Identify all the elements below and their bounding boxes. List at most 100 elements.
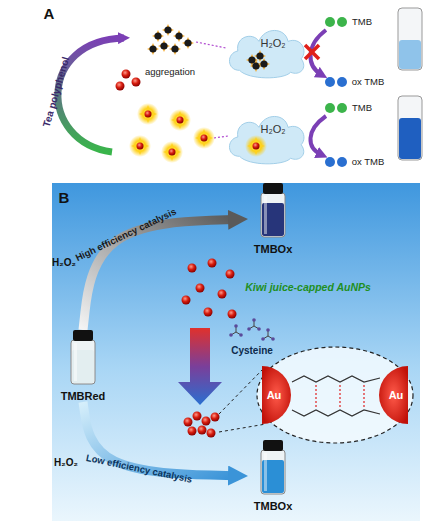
dispersed-particle: [245, 135, 267, 157]
aggregated-nanoparticle: [188, 427, 197, 436]
tmb-molecule: [337, 17, 347, 27]
vial-shape: [248, 183, 298, 238]
cysteine-molecule: [229, 324, 243, 337]
aggregated-particle: [158, 40, 170, 52]
cysteine-molecule: [247, 318, 261, 331]
oxtmb-molecule: [337, 157, 347, 167]
figure-label: B: [59, 190, 70, 207]
blocked-mark: [305, 45, 319, 59]
vial-cap: [73, 330, 93, 341]
dispersed-particle: [193, 127, 215, 149]
gold-nanoparticle: [116, 82, 125, 91]
cloud-node: H₂O₂: [222, 108, 310, 166]
figure-label: TMB: [352, 17, 372, 27]
vial-node: TMBRed: [58, 330, 108, 402]
node-text: TMBOx: [254, 243, 293, 255]
curved-arrow: [58, 38, 124, 152]
tmb-molecule: [325, 103, 335, 113]
aggregated-particle: [250, 60, 262, 72]
figure-label: ox TMB: [352, 77, 385, 87]
cloud-node: H₂O₂: [222, 22, 310, 80]
node-text: Au: [389, 389, 404, 401]
oxtmb-molecule: [325, 157, 335, 167]
aggregated-particle: [169, 43, 181, 55]
tmb-molecule: [337, 103, 347, 113]
gold-nanoparticle: [204, 308, 213, 317]
dotted-leader: [196, 42, 226, 48]
node-text: H₂O₂: [260, 123, 285, 135]
dispersed-particle: [137, 103, 159, 125]
figure-label: A: [44, 6, 55, 23]
figure-label: H₂O₂: [54, 457, 78, 468]
reaction-arrow: [310, 116, 326, 155]
vial-shape: [248, 440, 298, 495]
blocked-mark: [305, 45, 319, 59]
figure-label: Tea polyphenol: [41, 56, 72, 129]
vial-glass: [261, 450, 285, 494]
aggregated-nanoparticle: [193, 412, 202, 421]
vial-glass: [71, 340, 95, 384]
figure-label: Kiwi juice-capped AuNPs: [245, 282, 371, 294]
aggregated-nanoparticle: [211, 413, 220, 422]
gold-node: Au: [262, 366, 290, 424]
zoom-ellipse: [257, 347, 413, 443]
oxtmb-molecule: [325, 77, 335, 87]
vial-highlight: [74, 343, 77, 381]
dispersed-particle: [129, 135, 151, 157]
gold-nanoparticle: [122, 70, 131, 79]
figure-label: TMB: [352, 103, 372, 113]
dispersed-particle: [161, 141, 183, 163]
tmb-molecule: [325, 17, 335, 27]
cysteine-molecule: [261, 328, 275, 341]
vial-cap: [263, 183, 283, 194]
catalysis-arrow: [83, 220, 234, 330]
gold-nanoparticle: [132, 78, 141, 87]
oxtmb-molecule: [337, 77, 347, 87]
vial-glass: [261, 193, 285, 237]
vial-highlight: [264, 196, 267, 234]
molecular-chain: [292, 376, 380, 382]
panel-background: [52, 183, 420, 521]
gold-nanoparticle: [182, 296, 191, 305]
cloud-shape: [222, 108, 310, 166]
node-text: TMBOx: [254, 500, 293, 512]
aggregated-particle: [258, 58, 270, 70]
hydrogen-bond: [315, 385, 316, 407]
vial-cap: [263, 440, 283, 451]
figure-label: H₂O₂: [52, 257, 76, 268]
aggregated-particle: [182, 37, 194, 49]
aggregated-particle: [173, 30, 185, 42]
cloud-shape: [222, 22, 310, 80]
vial-liquid: [399, 118, 421, 159]
hydrogen-bond: [339, 385, 340, 407]
vial-shape: [58, 330, 108, 385]
gold-nanoparticle: [196, 284, 205, 293]
aggregated-nanoparticle: [184, 418, 193, 427]
aggregated-particle: [162, 24, 174, 36]
gold-nanoparticle: [208, 259, 217, 268]
gold-particle: [262, 366, 291, 424]
gold-nanoparticle: [218, 290, 227, 299]
cloud-outline: [229, 30, 304, 77]
aggregated-particle: [147, 43, 159, 55]
vial-node: TMBOx: [248, 183, 298, 255]
aggregated-particle: [254, 50, 266, 62]
vial-photo: [398, 8, 422, 70]
figure-label: ox TMB: [352, 157, 385, 167]
gold-particle: [379, 366, 408, 424]
dotted-leader: [214, 136, 228, 138]
gold-nanoparticle: [226, 270, 235, 279]
gold-nanoparticle: [228, 310, 237, 319]
dispersed-particle: [169, 109, 191, 131]
vial-liquid: [399, 40, 421, 69]
transition-arrow: [178, 328, 222, 405]
cloud-outline: [229, 116, 304, 163]
hydrogen-bond: [363, 385, 364, 407]
vial-photo: [398, 96, 422, 160]
zoom-leader: [219, 424, 266, 432]
figure-label: aggregation: [145, 67, 195, 77]
vial-node: TMBOx: [248, 440, 298, 512]
gold-nanoparticle: [188, 264, 197, 273]
